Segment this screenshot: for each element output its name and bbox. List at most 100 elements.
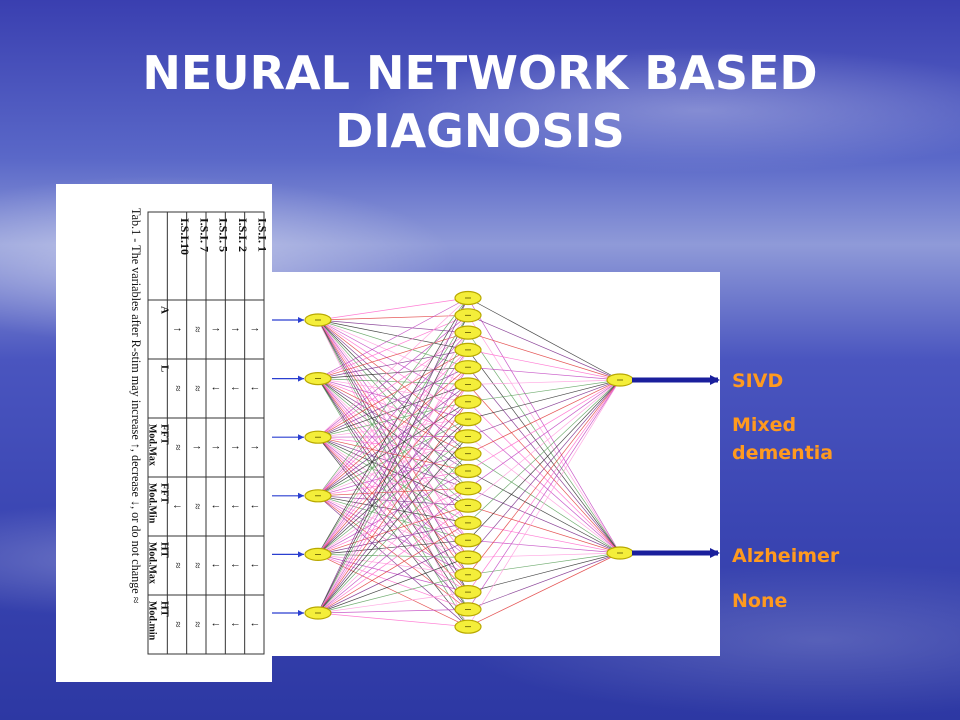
edge-input-hidden xyxy=(317,554,469,558)
input-arrow-head xyxy=(298,317,304,323)
edge-hidden-output xyxy=(467,379,621,627)
table-cell: ≈ xyxy=(171,562,183,568)
table-cell: ↓ xyxy=(229,504,241,510)
edge-input-hidden xyxy=(317,367,469,614)
table-column-header: HT xyxy=(159,601,171,618)
edge-hidden-output xyxy=(467,349,621,381)
edge-input-hidden xyxy=(317,487,469,497)
edge-input-hidden xyxy=(317,332,469,497)
edge-hidden-output xyxy=(467,379,621,403)
table-column-header: HT xyxy=(159,542,171,559)
edge-hidden-output xyxy=(467,366,621,381)
edge-hidden-output xyxy=(467,379,621,437)
edge-input-hidden xyxy=(317,436,469,438)
edge-input-hidden xyxy=(317,332,469,555)
edge-hidden-output xyxy=(467,379,621,472)
edge-hidden-output xyxy=(467,379,621,506)
edge-hidden-output xyxy=(467,552,621,593)
table-cell: ↓ xyxy=(229,563,241,569)
edge-hidden-output xyxy=(467,487,621,554)
output-label-mixed: Mixed xyxy=(732,414,797,436)
edge-input-hidden xyxy=(317,384,469,497)
edge-input-hidden xyxy=(317,436,469,524)
edge-hidden-output xyxy=(467,552,621,610)
table-cell: ↓ xyxy=(249,504,261,510)
output-label-dementia: dementia xyxy=(732,442,834,464)
table-cell: ↑ xyxy=(210,327,222,333)
edge-input-hidden xyxy=(317,436,469,555)
edge-hidden-output xyxy=(467,552,621,628)
table-cell: ↑ xyxy=(191,445,203,451)
edge-input-hidden xyxy=(317,319,469,524)
edge-input-hidden xyxy=(317,418,469,614)
output-label-none: None xyxy=(732,590,788,612)
edge-input-hidden xyxy=(317,436,469,558)
edge-hidden-output xyxy=(467,379,621,455)
edge-input-hidden xyxy=(317,319,469,333)
slide-title-line-1: NEURAL NETWORK BASED xyxy=(142,46,818,100)
edge-input-hidden xyxy=(317,591,469,614)
edge-input-hidden xyxy=(317,539,469,555)
edge-hidden-output xyxy=(467,379,621,558)
edge-input-hidden xyxy=(317,297,469,379)
edge-input-hidden xyxy=(317,349,469,614)
table-cell: ↓ xyxy=(249,386,261,392)
edge-input-hidden xyxy=(317,495,469,524)
edge-input-hidden xyxy=(317,297,469,497)
table-cell: ≈ xyxy=(171,385,183,391)
edge-input-hidden xyxy=(317,319,469,506)
table-row-label: I.S.I.10 xyxy=(178,218,192,255)
table-cell: ≈ xyxy=(171,621,183,627)
edge-hidden-output xyxy=(467,314,621,381)
edge-input-hidden xyxy=(317,505,469,614)
edge-input-hidden xyxy=(317,315,469,438)
edge-input-hidden xyxy=(317,470,469,614)
edge-input-hidden xyxy=(317,378,469,558)
edge-input-hidden xyxy=(317,436,469,541)
table-grid: I.S.I. 1↑↓↑↓↓↓I.S.I. 2↑↓↑↓↓↓I.S.I. 5↑↓↑↓… xyxy=(147,211,269,655)
edge-hidden-output xyxy=(467,379,621,593)
table-cell: ≈ xyxy=(191,385,203,391)
edge-input-hidden xyxy=(317,401,469,497)
edge-input-hidden xyxy=(317,332,469,614)
table-cell: ↑ xyxy=(210,445,222,451)
edge-input-hidden xyxy=(317,297,469,321)
edge-input-hidden xyxy=(317,384,469,614)
edge-input-hidden xyxy=(317,384,469,555)
edge-input-hidden xyxy=(317,315,469,614)
edge-input-hidden xyxy=(317,319,469,489)
slide-title-line-2: DIAGNOSIS xyxy=(335,104,625,158)
table-column-subheader: Mod.Max xyxy=(147,542,158,584)
input-arrow-head xyxy=(298,551,304,558)
table-cell: ≈ xyxy=(191,326,203,332)
edge-input-hidden xyxy=(317,319,469,454)
table-column-subheader: Mod.Max xyxy=(147,424,158,466)
table-cell: ↓ xyxy=(210,386,222,392)
edge-input-hidden xyxy=(317,319,469,541)
edge-input-hidden xyxy=(317,401,469,614)
input-arrow-head xyxy=(298,610,304,616)
edge-input-hidden xyxy=(317,378,469,541)
neural-network-diagram xyxy=(272,290,634,634)
table-column-subheader: Mod.Min xyxy=(147,483,158,524)
table-cell: ≈ xyxy=(191,562,203,568)
table-cell: ↓ xyxy=(229,386,241,392)
edge-input-hidden xyxy=(317,297,469,555)
edge-input-hidden xyxy=(317,612,469,628)
edge-input-hidden xyxy=(317,319,469,437)
edge-hidden-output xyxy=(467,379,621,541)
edge-input-hidden xyxy=(317,436,469,497)
table-column-header: L xyxy=(159,365,171,372)
edge-input-hidden xyxy=(317,505,469,555)
edge-input-hidden xyxy=(317,319,469,558)
edge-input-hidden xyxy=(317,488,469,614)
edge-input-hidden xyxy=(317,453,469,497)
edge-input-hidden xyxy=(317,495,469,576)
table-cell: ≈ xyxy=(191,621,203,627)
table-row-label: I.S.I. 5 xyxy=(217,218,231,252)
table-cell: ↓ xyxy=(249,622,261,628)
edge-input-hidden xyxy=(317,349,469,555)
input-arrow-head xyxy=(298,492,304,499)
edge-input-hidden xyxy=(317,418,469,555)
table-cell: ↑ xyxy=(171,327,183,333)
